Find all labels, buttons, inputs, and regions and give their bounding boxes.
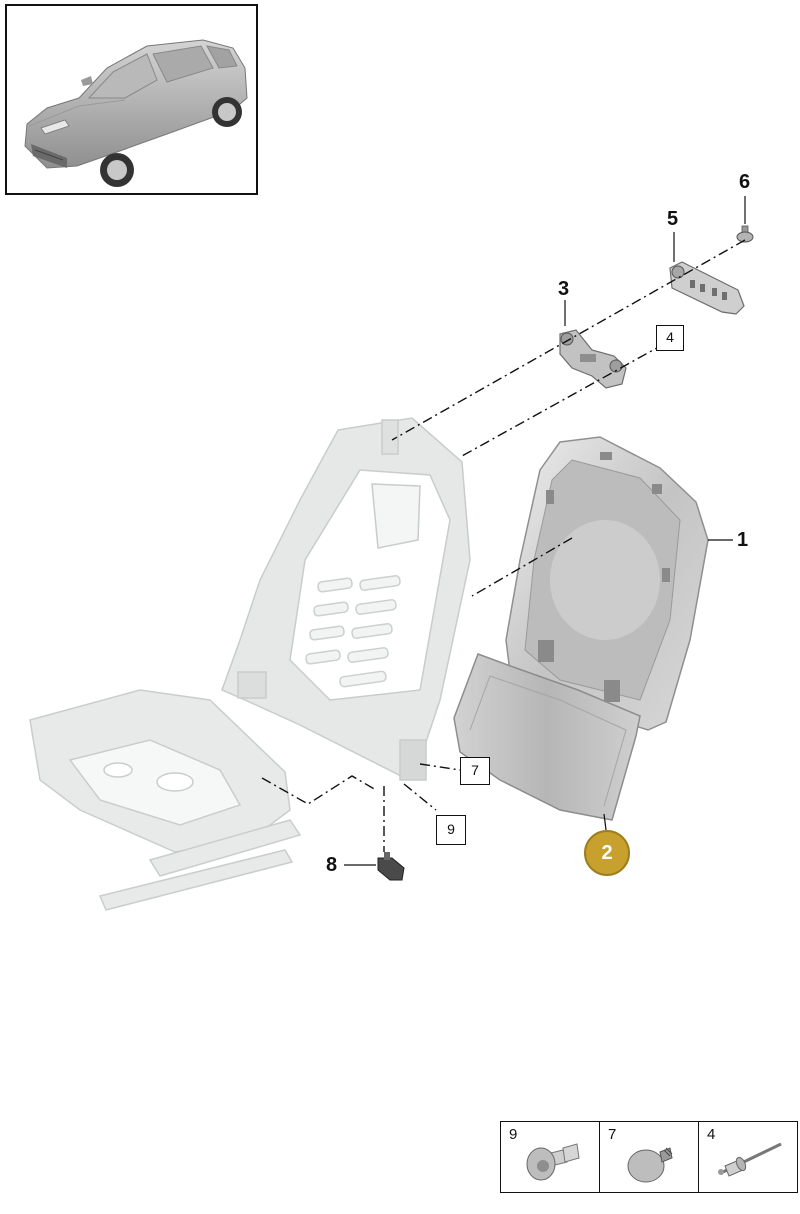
callout-part-8: 8 (326, 854, 338, 876)
suv-vehicle-icon (24, 39, 248, 187)
boxed-reference-9: 9 (436, 815, 466, 845)
legend-cell-7: 7 (600, 1122, 699, 1192)
callout-part-1: 1 (737, 529, 749, 551)
legend-number: 4 (707, 1126, 716, 1143)
flange-screw-icon (526, 1143, 580, 1181)
boxed-reference-7: 7 (460, 757, 490, 785)
callout-part-6: 6 (739, 171, 751, 193)
small-parts-legend: 9 7 4 (500, 1121, 798, 1193)
highlight-badge-part-2: 2 (584, 830, 630, 876)
leader-lines (344, 196, 746, 866)
vehicle-thumbnail-frame (5, 4, 258, 195)
legend-cell-4: 4 (699, 1122, 797, 1192)
callout-part-5: 5 (667, 208, 679, 230)
boxed-reference-4: 4 (656, 325, 684, 351)
backrest-shell-part-1 (505, 436, 709, 731)
callout-part-3: 3 (558, 278, 570, 300)
plastic-clip-icon (627, 1147, 673, 1183)
legend-number: 7 (608, 1126, 617, 1143)
clip-part-8 (377, 852, 405, 881)
assembly-lines (261, 239, 746, 852)
blind-rivet-icon (718, 1142, 782, 1177)
legend-cell-9: 9 (501, 1122, 600, 1192)
seat-back-frame (221, 417, 471, 781)
legend-number: 9 (509, 1126, 518, 1143)
screw-part-6 (736, 225, 754, 243)
plate-part-5 (669, 261, 745, 315)
seat-base-frame (29, 689, 302, 911)
